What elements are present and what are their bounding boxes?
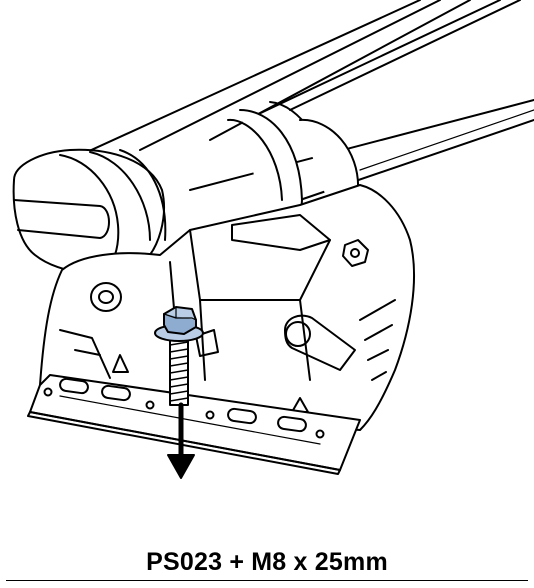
divider-line <box>6 580 528 581</box>
part-caption: PS023 + M8 x 25mm <box>146 548 388 576</box>
roof-rack-foot-illustration <box>12 0 534 479</box>
base-plate <box>27 374 361 475</box>
foot-body <box>39 184 415 431</box>
arrow-down-icon <box>167 402 195 479</box>
bolt-icon <box>154 306 204 406</box>
